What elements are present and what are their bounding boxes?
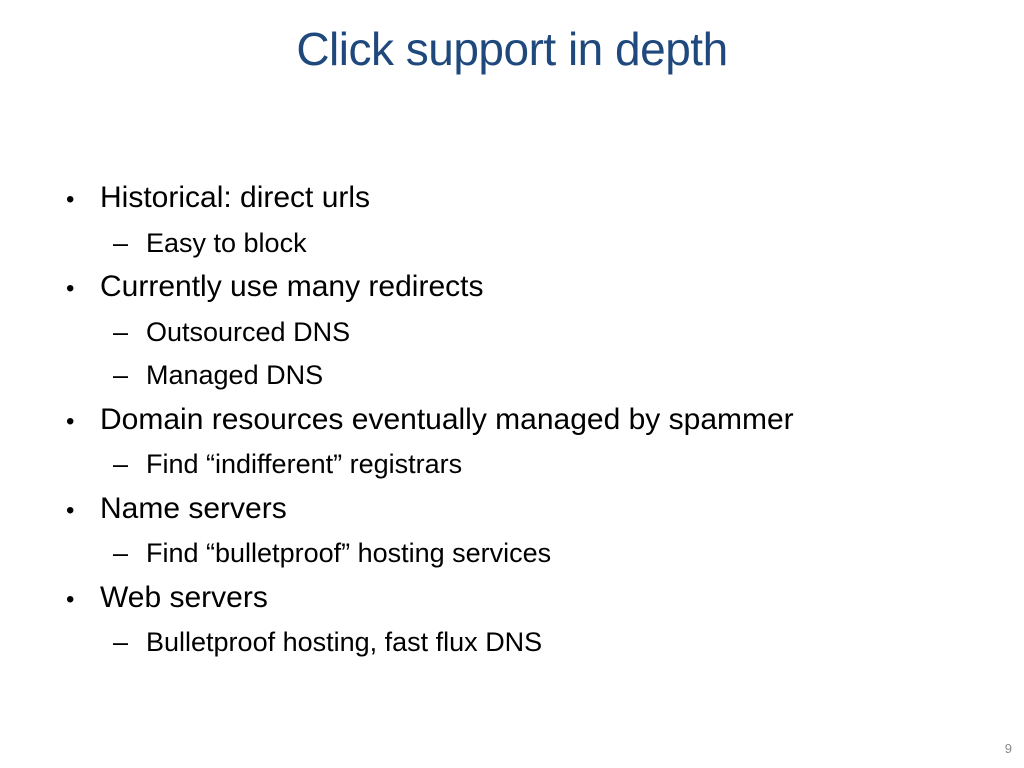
bullet-dot-icon: • — [66, 275, 75, 302]
bullet-text: Web servers — [100, 580, 268, 614]
bullet-text: Historical: direct urls — [100, 181, 371, 214]
bullet-dot-icon: • — [66, 496, 75, 524]
bullet-item: • Currently use many redirects — [0, 265, 1024, 311]
bullet-item: – Bulletproof hosting, fast flux DNS — [0, 621, 1024, 665]
bullet-text: Currently use many redirects — [100, 270, 484, 303]
dash-icon: – — [113, 627, 129, 657]
bullet-dot-icon: • — [66, 186, 75, 213]
bullet-item: – Easy to block — [0, 222, 1024, 266]
bullet-dot-icon: • — [66, 407, 75, 435]
bullet-dot-icon: • — [66, 585, 75, 613]
dash-icon: – — [113, 316, 129, 347]
bullet-item: – Find “bulletproof” hosting services — [0, 532, 1024, 576]
bullet-item: • Web servers — [0, 576, 1024, 622]
bullet-text: Find “indifferent” registrars — [146, 449, 463, 479]
slide-title: Click support in depth — [296, 23, 728, 75]
dash-icon: – — [113, 360, 129, 390]
dash-icon: – — [113, 449, 129, 479]
bullet-item: – Managed DNS — [0, 354, 1024, 398]
bullet-list: • Historical: direct urls – Easy to bloc… — [0, 176, 1024, 665]
bullet-item: • Domain resources eventually managed by… — [0, 398, 1024, 444]
bullet-item: • Historical: direct urls — [0, 176, 1024, 222]
dash-icon: – — [113, 538, 129, 568]
bullet-text: Easy to block — [146, 227, 307, 258]
bullet-text: Bulletproof hosting, fast flux DNS — [146, 627, 543, 657]
bullet-item: – Outsourced DNS — [0, 311, 1024, 355]
bullet-text: Outsourced DNS — [146, 316, 351, 347]
bullet-text: Find “bulletproof” hosting services — [146, 538, 552, 568]
bullet-item: – Find “indifferent” registrars — [0, 443, 1024, 487]
bullet-text: Name servers — [100, 491, 287, 525]
bullet-item: • Name servers — [0, 487, 1024, 533]
bullet-text: Managed DNS — [146, 360, 324, 390]
bullet-text: Domain resources eventually managed by s… — [100, 402, 794, 436]
dash-icon: – — [113, 227, 129, 258]
page-number: 9 — [1004, 741, 1012, 756]
